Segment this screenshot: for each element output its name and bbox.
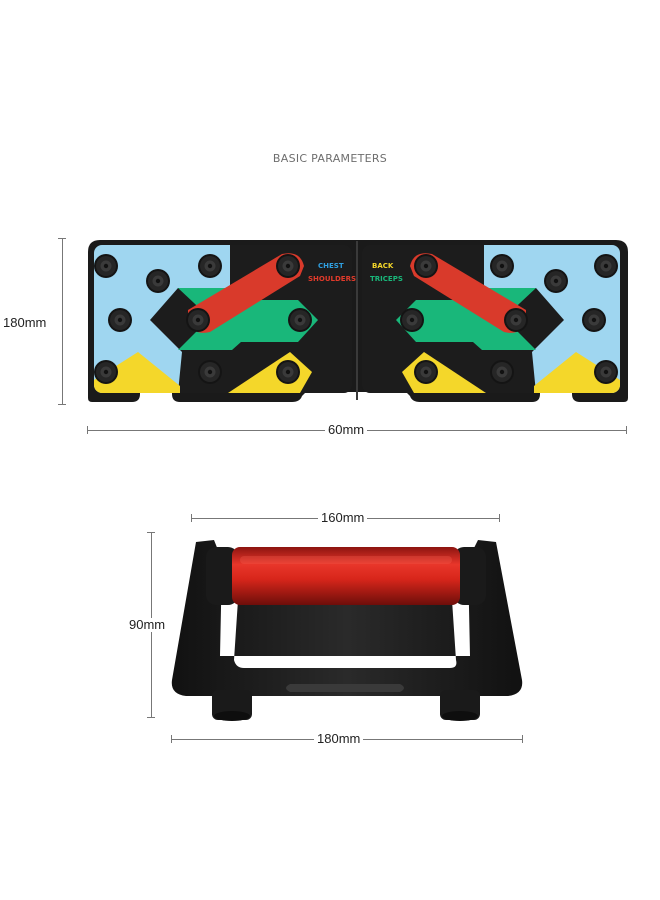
board-width-label: 60mm (325, 423, 368, 437)
board-height-label: 180mm (0, 316, 50, 330)
chest-label: CHEST (318, 262, 344, 270)
grip-width-tick-right (499, 514, 500, 522)
handle-base-label: 180mm (314, 732, 364, 746)
handle-frame (171, 540, 523, 696)
board-height-tick-top (58, 238, 66, 239)
page-title: BASIC PARAMETERS (272, 152, 388, 165)
board-height-tick-bottom (58, 404, 66, 405)
handle-height-label: 90mm (126, 618, 169, 632)
grip-width-tick-left (191, 514, 192, 522)
handle-height-tick-bottom (147, 717, 155, 718)
grip-width-label: 160mm (318, 511, 368, 525)
back-label: BACK (372, 262, 394, 270)
handle-grip (232, 547, 460, 605)
handle-base-tick-right (522, 735, 523, 743)
shoulders-label: SHOULDERS (308, 275, 356, 283)
handle-height-tick-top (147, 532, 155, 533)
board-height-line (62, 238, 63, 404)
board-width-tick-left (87, 426, 88, 434)
triceps-label: TRICEPS (370, 275, 403, 283)
handle-base-tick-left (171, 735, 172, 743)
board-width-tick-right (626, 426, 627, 434)
